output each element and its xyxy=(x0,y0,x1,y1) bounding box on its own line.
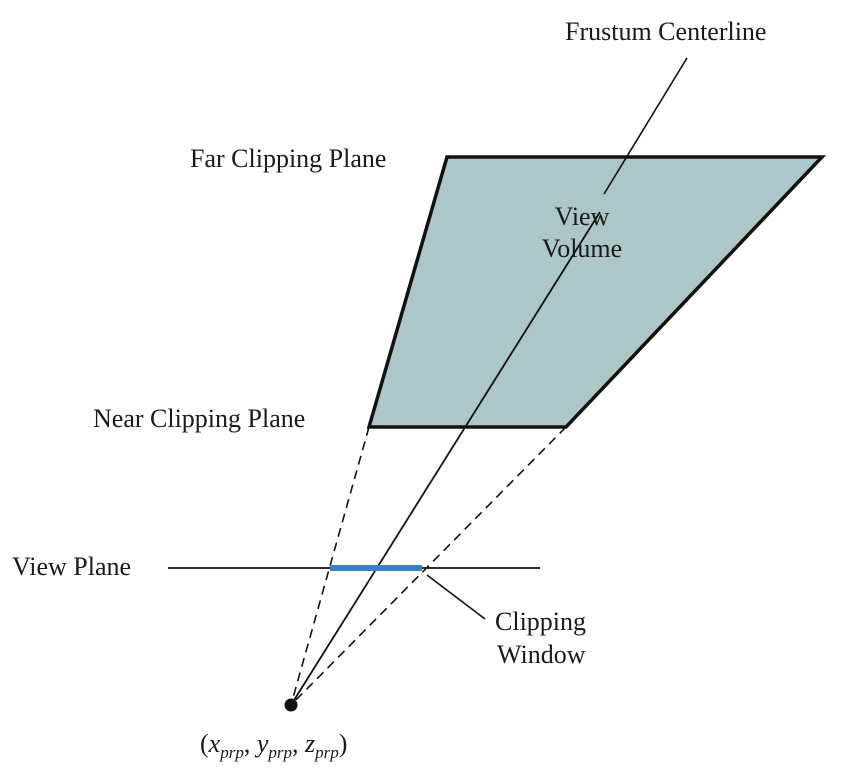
view-plane-label: View Plane xyxy=(12,552,131,581)
clipping-window-label-line1: Clipping xyxy=(495,607,586,636)
frustum-centerline-leader xyxy=(603,57,688,195)
left-projector-dashed-line xyxy=(290,426,370,706)
frustum-centerline xyxy=(290,211,601,706)
far-clipping-plane-label: Far Clipping Plane xyxy=(190,144,386,173)
view-volume-label-line2: Volume xyxy=(542,234,622,263)
frustum-centerline-label: Frustum Centerline xyxy=(565,17,766,46)
prp-coordinates-label: (xprp, yprp, zprp) xyxy=(200,729,347,762)
clipping-window-label-line2: Window xyxy=(497,640,586,669)
clipping-window-leader xyxy=(426,574,486,620)
right-projector-dashed-line xyxy=(290,426,567,706)
view-volume-label-line1: View xyxy=(555,202,610,231)
near-clipping-plane-label: Near Clipping Plane xyxy=(93,404,305,433)
projection-reference-point xyxy=(284,698,298,712)
view-volume-frustum xyxy=(366,155,827,429)
